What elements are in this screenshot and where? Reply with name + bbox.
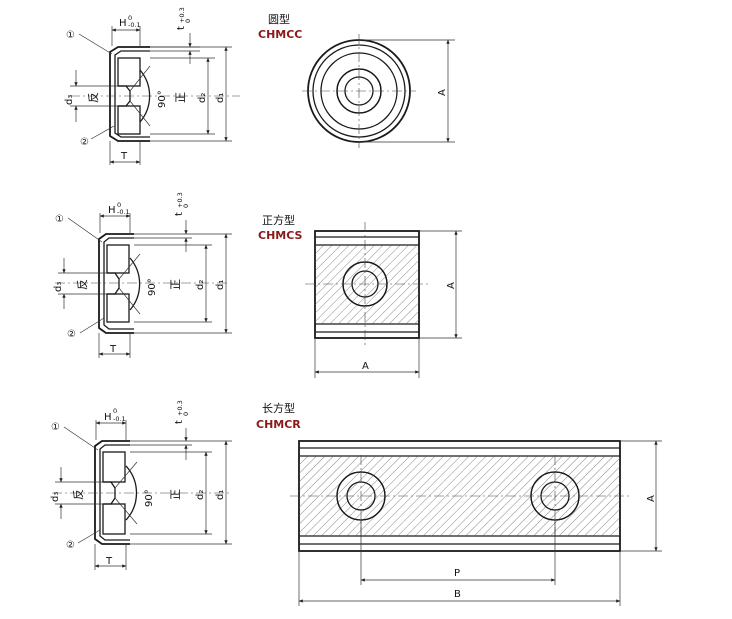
callout-1: ① [66,30,75,41]
svg-text:d₁: d₁ [215,490,226,500]
svg-text:0: 0 [117,201,121,209]
front-side-label: 正 [174,92,187,103]
round-magnet-lower [117,105,141,135]
reverse-side-label: 反 [87,92,100,103]
svg-text:d₃: d₃ [50,492,61,502]
svg-text:T: T [109,344,117,355]
square-section-labels: H 0 -0.1 t +0.3 0 d₃ 反 90° 正 d₂ d₁ T ① ② [53,192,226,355]
svg-text:-0.1: -0.1 [128,21,141,29]
round-section-view [70,26,240,165]
svg-text:正: 正 [169,279,182,290]
rect-plan-view [290,440,662,606]
svg-text:d₂: d₂ [195,280,206,290]
svg-text:①: ① [51,422,60,433]
dim-d1-label: d₁ [215,93,226,103]
square-type-code: CHMCS [258,229,303,242]
square-dim-a-horizontal: A [362,361,369,372]
svg-text:②: ② [66,540,75,551]
svg-text:d₂: d₂ [195,490,206,500]
svg-text:0: 0 [182,204,190,208]
round-magnet-upper [117,57,141,87]
svg-text:H: H [104,412,112,423]
dim-d3-label: d₃ [64,95,75,105]
svg-text:正: 正 [169,489,182,500]
svg-text:反: 反 [72,489,85,500]
svg-text:②: ② [67,329,76,340]
svg-text:+0.3: +0.3 [178,7,186,23]
svg-text:d₃: d₃ [53,282,64,292]
callout-2: ② [80,137,89,148]
rect-section-labels: H 0 -0.1 t +0.3 0 d₃ 反 90° 正 d₂ d₁ T ① ② [50,400,226,567]
square-plan-view [305,222,462,378]
svg-text:+0.3: +0.3 [176,400,184,416]
round-dim-a-label: A [437,89,448,96]
svg-text:+0.3: +0.3 [176,192,184,208]
round-plan-view [302,34,455,148]
svg-text:d₁: d₁ [215,280,226,290]
svg-text:0: 0 [128,14,132,22]
angle-label: 90° [157,90,168,108]
svg-text:-0.1: -0.1 [113,415,126,423]
svg-text:0: 0 [182,412,190,416]
rect-dim-a-label: A [646,495,657,502]
svg-text:①: ① [55,214,64,225]
rect-section-view [52,420,232,570]
square-dim-a-vertical: A [446,282,457,289]
square-section-view [55,213,232,358]
rect-type-name: 长方型 [262,401,295,415]
svg-text:90°: 90° [144,489,155,507]
rect-dim-b-label: B [454,589,461,600]
svg-text:t: t [174,212,185,216]
svg-text:T: T [105,556,113,567]
svg-text:90°: 90° [147,278,158,296]
svg-text:0: 0 [184,19,192,23]
rect-dim-p-label: P [454,568,460,579]
dim-t-thickness-label: T [120,151,128,162]
dim-h-label: H [119,18,127,29]
square-type-name: 正方型 [262,213,295,227]
svg-text:反: 反 [76,279,89,290]
round-cup-outline [109,46,150,142]
svg-text:t: t [174,420,185,424]
round-section-labels: H 0 -0.1 t +0.3 0 d₃ 反 90° 正 d₂ d₁ T ① ② [64,7,226,162]
svg-text:-0.1: -0.1 [117,208,130,216]
svg-text:H: H [108,205,116,216]
round-type-code: CHMCC [258,28,302,41]
dim-t-label: t [176,26,187,30]
rect-type-code: CHMCR [256,418,301,431]
svg-text:0: 0 [113,407,117,415]
round-type-name: 圆型 [268,12,290,26]
dim-d2-label: d₂ [197,93,208,103]
